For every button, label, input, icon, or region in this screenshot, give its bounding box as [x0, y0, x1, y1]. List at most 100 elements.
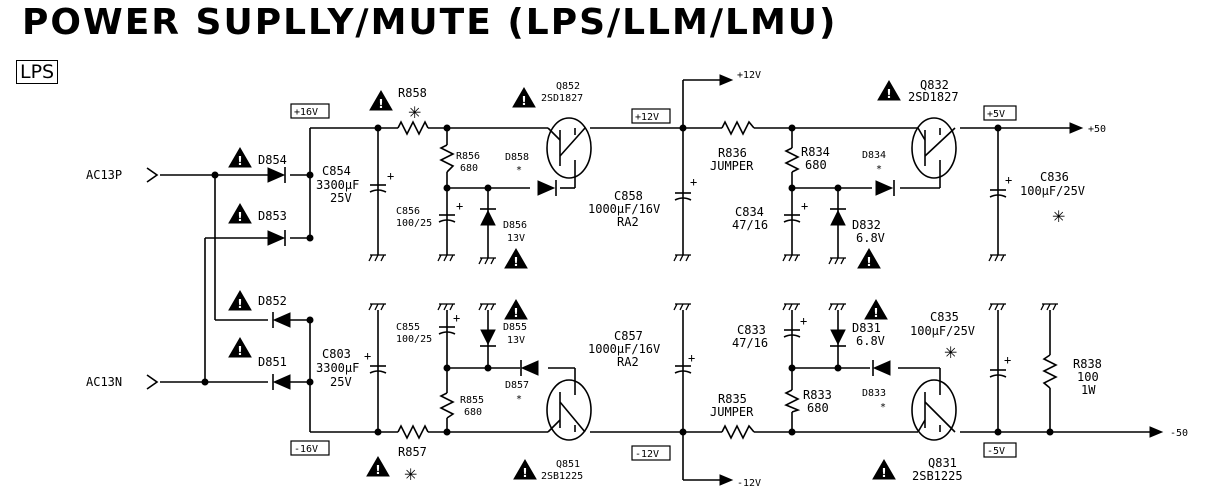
svg-text:+: +: [801, 199, 808, 213]
label-q831: Q831: [928, 456, 957, 470]
svg-text:680: 680: [460, 163, 478, 174]
rectifier-diodes: [267, 167, 291, 390]
svg-text:100/25: 100/25: [396, 334, 432, 345]
svg-text:2SD1827: 2SD1827: [908, 90, 959, 104]
input-connectors: [146, 167, 159, 390]
star-r857: ✳: [404, 465, 417, 484]
label-c803: C803: [322, 347, 351, 361]
junction-dots: [201, 124, 1054, 436]
label-d857: D857: [505, 380, 529, 391]
star-d858: *: [516, 165, 522, 176]
input-ac13n: AC13N: [86, 375, 122, 389]
label-r855: R855: [460, 395, 484, 406]
svg-text:47/16: 47/16: [732, 218, 768, 232]
label-d851: D851: [258, 355, 287, 369]
label-d834: D834: [862, 150, 886, 161]
label-d856: D856: [503, 220, 527, 231]
svg-text:1000µF/16V: 1000µF/16V: [588, 202, 660, 216]
svg-text:2SD1827: 2SD1827: [541, 93, 583, 104]
svg-text:1000µF/16V: 1000µF/16V: [588, 342, 660, 356]
svg-text:6.8V: 6.8V: [856, 334, 885, 348]
label-q851: Q851: [556, 459, 580, 470]
svg-text:+: +: [688, 351, 695, 365]
transistors: [546, 117, 957, 441]
svg-text:13V: 13V: [507, 335, 525, 346]
rail-p16: +16V: [294, 107, 318, 118]
input-ac13p: AC13P: [86, 168, 122, 182]
label-r856: R856: [456, 151, 480, 162]
rail-p12: +12V: [635, 112, 659, 123]
rail-m12: -12V: [635, 449, 659, 460]
labels: AC13P AC13N +12V -12V +50 -50 +16V -16V …: [86, 70, 1188, 489]
svg-text:680: 680: [464, 407, 482, 418]
svg-text:+: +: [800, 314, 807, 328]
svg-text:25V: 25V: [330, 375, 352, 389]
label-q852: Q852: [556, 81, 580, 92]
svg-text:100: 100: [1077, 370, 1099, 384]
svg-text:+: +: [1005, 173, 1012, 187]
star-d834: *: [876, 164, 882, 175]
label-r836: R836: [718, 146, 747, 160]
svg-text:100µF/25V: 100µF/25V: [910, 324, 975, 338]
label-r857: R857: [398, 445, 427, 459]
svg-text:+: +: [1004, 353, 1011, 367]
star-d857: *: [516, 394, 522, 405]
rail-tags: [290, 103, 1017, 461]
svg-text:+: +: [387, 169, 394, 183]
label-d832: D832: [852, 218, 881, 232]
output-m12: -12V: [737, 478, 761, 489]
svg-text:RA2: RA2: [617, 355, 639, 369]
svg-text:2SB1225: 2SB1225: [912, 469, 963, 483]
label-r833: R833: [803, 388, 832, 402]
star-d833: *: [880, 402, 886, 413]
label-r838: R838: [1073, 357, 1102, 371]
zeners-and-diodes: [480, 180, 895, 376]
ground-symbols: [368, 254, 1059, 311]
svg-text:100/25: 100/25: [396, 218, 432, 229]
svg-text:3300µF: 3300µF: [316, 361, 359, 375]
star-c836: ✳: [1052, 207, 1065, 226]
svg-text:2SB1225: 2SB1225: [541, 471, 583, 482]
capacitors: + + + + + + + + + +: [364, 169, 1012, 378]
bottom-wiring: [160, 175, 1150, 481]
star-c835: ✳: [944, 343, 957, 362]
diagram-title: POWER SUPLLY/MUTE (LPS/LLM/LMU): [22, 2, 838, 43]
star-r858: ✳: [408, 103, 421, 122]
svg-text:+: +: [364, 349, 371, 363]
label-c836: C836: [1040, 170, 1069, 184]
label-d852: D852: [258, 294, 287, 308]
rail-m16: -16V: [294, 444, 318, 455]
svg-text:25V: 25V: [330, 191, 352, 205]
top-wiring: [160, 79, 1070, 258]
section-label: LPS: [16, 60, 59, 84]
svg-text:100µF/25V: 100µF/25V: [1020, 184, 1085, 198]
resistors: [397, 120, 1058, 440]
label-d853: D853: [258, 209, 287, 223]
label-r834: R834: [801, 145, 830, 159]
label-d854: D854: [258, 153, 287, 167]
rail-p5: +5V: [987, 109, 1005, 120]
svg-text:3300µF: 3300µF: [316, 178, 359, 192]
svg-text:680: 680: [805, 158, 827, 172]
svg-text:1W: 1W: [1081, 383, 1096, 397]
output-p12: +12V: [737, 70, 761, 81]
svg-text:680: 680: [807, 401, 829, 415]
label-c858: C858: [614, 189, 643, 203]
svg-text:13V: 13V: [507, 233, 525, 244]
rail-m5: -5V: [987, 446, 1005, 457]
output-arrows: [719, 74, 1164, 486]
output-p50: +50: [1088, 124, 1106, 135]
label-r835: R835: [718, 392, 747, 406]
label-c834: C834: [735, 205, 764, 219]
label-c833: C833: [737, 323, 766, 337]
label-r858: R858: [398, 86, 427, 100]
svg-text:+: +: [690, 175, 697, 189]
label-d858: D858: [505, 152, 529, 163]
label-d833: D833: [862, 388, 886, 399]
output-m50: -50: [1170, 428, 1188, 439]
label-d831: D831: [852, 321, 881, 335]
label-c857: C857: [614, 329, 643, 343]
label-c855: C855: [396, 322, 420, 333]
warning-icons: [228, 80, 901, 481]
